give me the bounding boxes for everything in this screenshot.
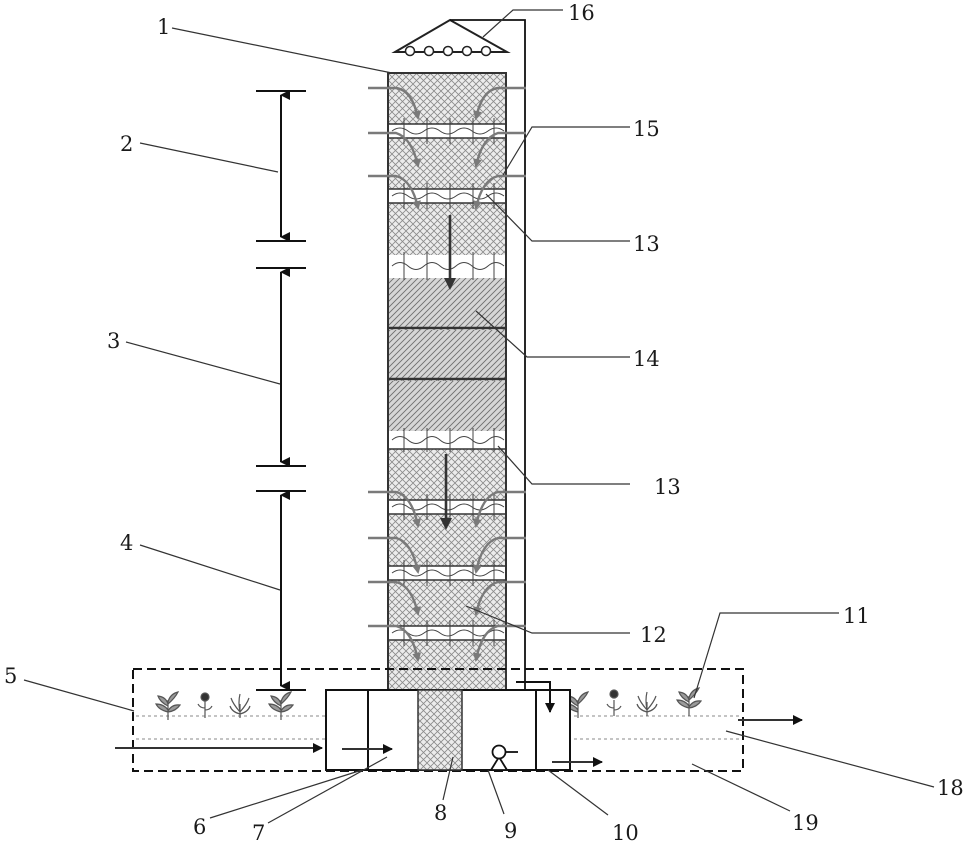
label-1: 1 bbox=[157, 15, 170, 39]
label-4: 4 bbox=[120, 531, 133, 555]
label-6: 6 bbox=[193, 815, 206, 839]
label-2: 2 bbox=[120, 132, 133, 156]
label-7: 7 bbox=[252, 821, 265, 845]
label-11: 11 bbox=[843, 604, 870, 628]
label-8: 8 bbox=[434, 801, 447, 825]
label-19: 19 bbox=[792, 811, 819, 835]
top-sprinkler bbox=[395, 20, 507, 56]
label-12: 12 bbox=[640, 623, 667, 647]
column bbox=[388, 73, 506, 690]
height-dimensions bbox=[256, 91, 306, 690]
label-15: 15 bbox=[633, 117, 660, 141]
label-13-upper: 13 bbox=[633, 232, 660, 256]
support-column bbox=[418, 690, 462, 770]
label-9: 9 bbox=[504, 819, 517, 843]
label-10: 10 bbox=[612, 821, 639, 845]
label-16: 16 bbox=[568, 1, 595, 25]
anaerobic-layer-1 bbox=[388, 278, 506, 328]
label-13-lower: 13 bbox=[654, 475, 681, 499]
anaerobic-layer-2 bbox=[388, 330, 506, 378]
label-3: 3 bbox=[107, 329, 120, 353]
label-14: 14 bbox=[633, 347, 660, 371]
label-18: 18 bbox=[937, 776, 964, 800]
label-5: 5 bbox=[4, 664, 17, 688]
anaerobic-layer-3 bbox=[388, 381, 506, 431]
